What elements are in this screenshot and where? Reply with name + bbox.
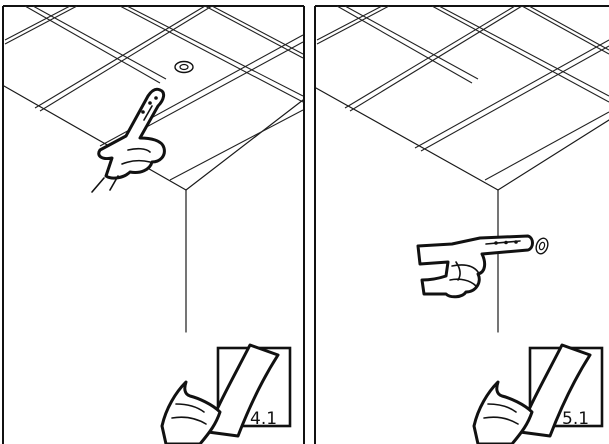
- page-turn-icon: [160, 343, 292, 444]
- page-turn-icon: [472, 343, 604, 444]
- pointing-hand-icon: [91, 87, 166, 193]
- panel-step-4-1: 4.1: [2, 5, 305, 444]
- room-corner: [315, 87, 609, 333]
- ceiling-grid: [316, 5, 609, 181]
- pointing-hand-icon: [416, 234, 534, 299]
- wall-hole-icon: [535, 237, 549, 255]
- step-label: 4.1: [250, 409, 277, 429]
- ceiling-hole-icon: [174, 60, 194, 74]
- room-corner: [3, 85, 304, 333]
- panel-step-5-1: 5.1: [314, 5, 609, 444]
- step-label: 5.1: [562, 409, 589, 429]
